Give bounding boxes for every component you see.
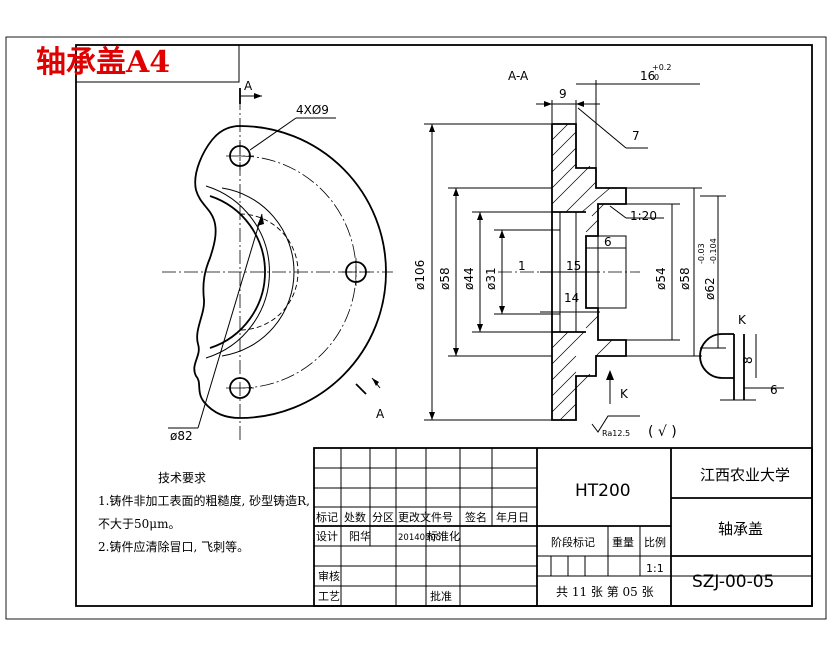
tb-change-doc: 更改文件号 — [398, 510, 453, 524]
front-view: 4XØ9 ø82 A A — [162, 79, 393, 443]
dim-16: 16 — [640, 69, 655, 83]
detail-k-dim-6: 6 — [770, 383, 778, 397]
section-title: A-A — [508, 69, 529, 83]
section-marker-bottom: A — [376, 407, 385, 421]
tb-school: 江西农业大学 — [700, 466, 790, 484]
tb-designer: 阳华 — [349, 529, 371, 543]
tech-line-1: 1.铸件非加工表面的粗糙度, 砂型铸造R, — [98, 493, 310, 508]
flange-outline — [193, 125, 387, 419]
dim-16-tol-upper: +0.2 — [652, 63, 671, 72]
tech-line-2: 不大于50μm。 — [98, 517, 180, 531]
tb-standard: 标准化 — [427, 529, 460, 543]
tb-count: 处数 — [344, 511, 366, 524]
title-stamp-box: 轴承盖A4 — [36, 44, 240, 83]
section-marker-top: A — [244, 79, 253, 93]
dim-14: 14 — [564, 291, 579, 305]
tb-scale-label: 比例 — [644, 535, 666, 549]
diameter-82: ø82 — [170, 429, 193, 443]
dia-58-left: ø58 — [438, 267, 452, 290]
tb-zone: 分区 — [372, 511, 394, 524]
section-hatching — [551, 123, 613, 421]
dia-58-right: ø58 — [678, 267, 692, 290]
dia-62-tol-lower: -0.104 — [709, 238, 718, 264]
dim-6: 6 — [604, 235, 612, 249]
tb-design-date: 20140505 — [398, 533, 441, 543]
tech-line-3: 2.铸件应清除冒口, 飞刺等。 — [98, 539, 249, 554]
dim-1: 1 — [518, 259, 526, 273]
tb-material: HT200 — [575, 481, 631, 501]
detail-k-dim-8: 8 — [741, 356, 755, 364]
roughness-other: ( √ ) — [648, 424, 677, 440]
outer-border — [5, 36, 827, 620]
taper-1-20: 1:20 — [630, 209, 657, 223]
tb-sheet-info: 共 11 张 第 05 张 — [556, 585, 654, 599]
detail-k-label: K — [738, 313, 747, 327]
dim-15: 15 — [566, 259, 581, 273]
view-arrow-k: K — [620, 387, 629, 401]
dia-44: ø44 — [462, 267, 476, 290]
tb-review: 审核 — [318, 569, 340, 583]
hole-callout: 4XØ9 — [296, 103, 329, 117]
dim-9: 9 — [559, 87, 567, 101]
stamp-title: 轴承盖A4 — [36, 45, 170, 80]
dia-54: ø54 — [654, 267, 668, 290]
tb-approve: 批准 — [430, 589, 452, 603]
tb-part-name: 轴承盖 — [718, 520, 763, 538]
tb-design: 设计 — [316, 530, 338, 543]
tb-date: 年月日 — [496, 510, 529, 524]
tb-weight: 重量 — [612, 535, 634, 549]
dim-16-tol-lower: 0 — [654, 73, 659, 82]
roughness: Ra12.5 — [602, 429, 630, 438]
label-7: 7 — [632, 129, 640, 143]
tb-mark: 标记 — [316, 510, 338, 524]
dia-31: ø31 — [484, 267, 498, 290]
dia-62-tol-upper: -0.03 — [697, 243, 706, 264]
tb-drawing-no: SZJ-00-05 — [692, 572, 774, 592]
tb-sign: 签名 — [465, 510, 487, 524]
detail-k: K 8 6 — [699, 313, 784, 401]
tb-process: 工艺 — [318, 590, 340, 603]
tb-stage: 阶段标记 — [551, 535, 595, 549]
section-view: A-A — [413, 63, 726, 440]
tb-scale-value: 1:1 — [646, 562, 664, 575]
title-block: 标记 处数 分区 更改文件号 签名 年月日 设计 阳华 20140505 标准化… — [313, 447, 813, 607]
dia-62: ø62 — [703, 277, 717, 300]
technical-requirements: 技术要求 1.铸件非加工表面的粗糙度, 砂型铸造R, 不大于50μm。 2.铸件… — [98, 471, 310, 554]
dia-106: ø106 — [413, 260, 427, 290]
tech-heading: 技术要求 — [158, 471, 206, 485]
